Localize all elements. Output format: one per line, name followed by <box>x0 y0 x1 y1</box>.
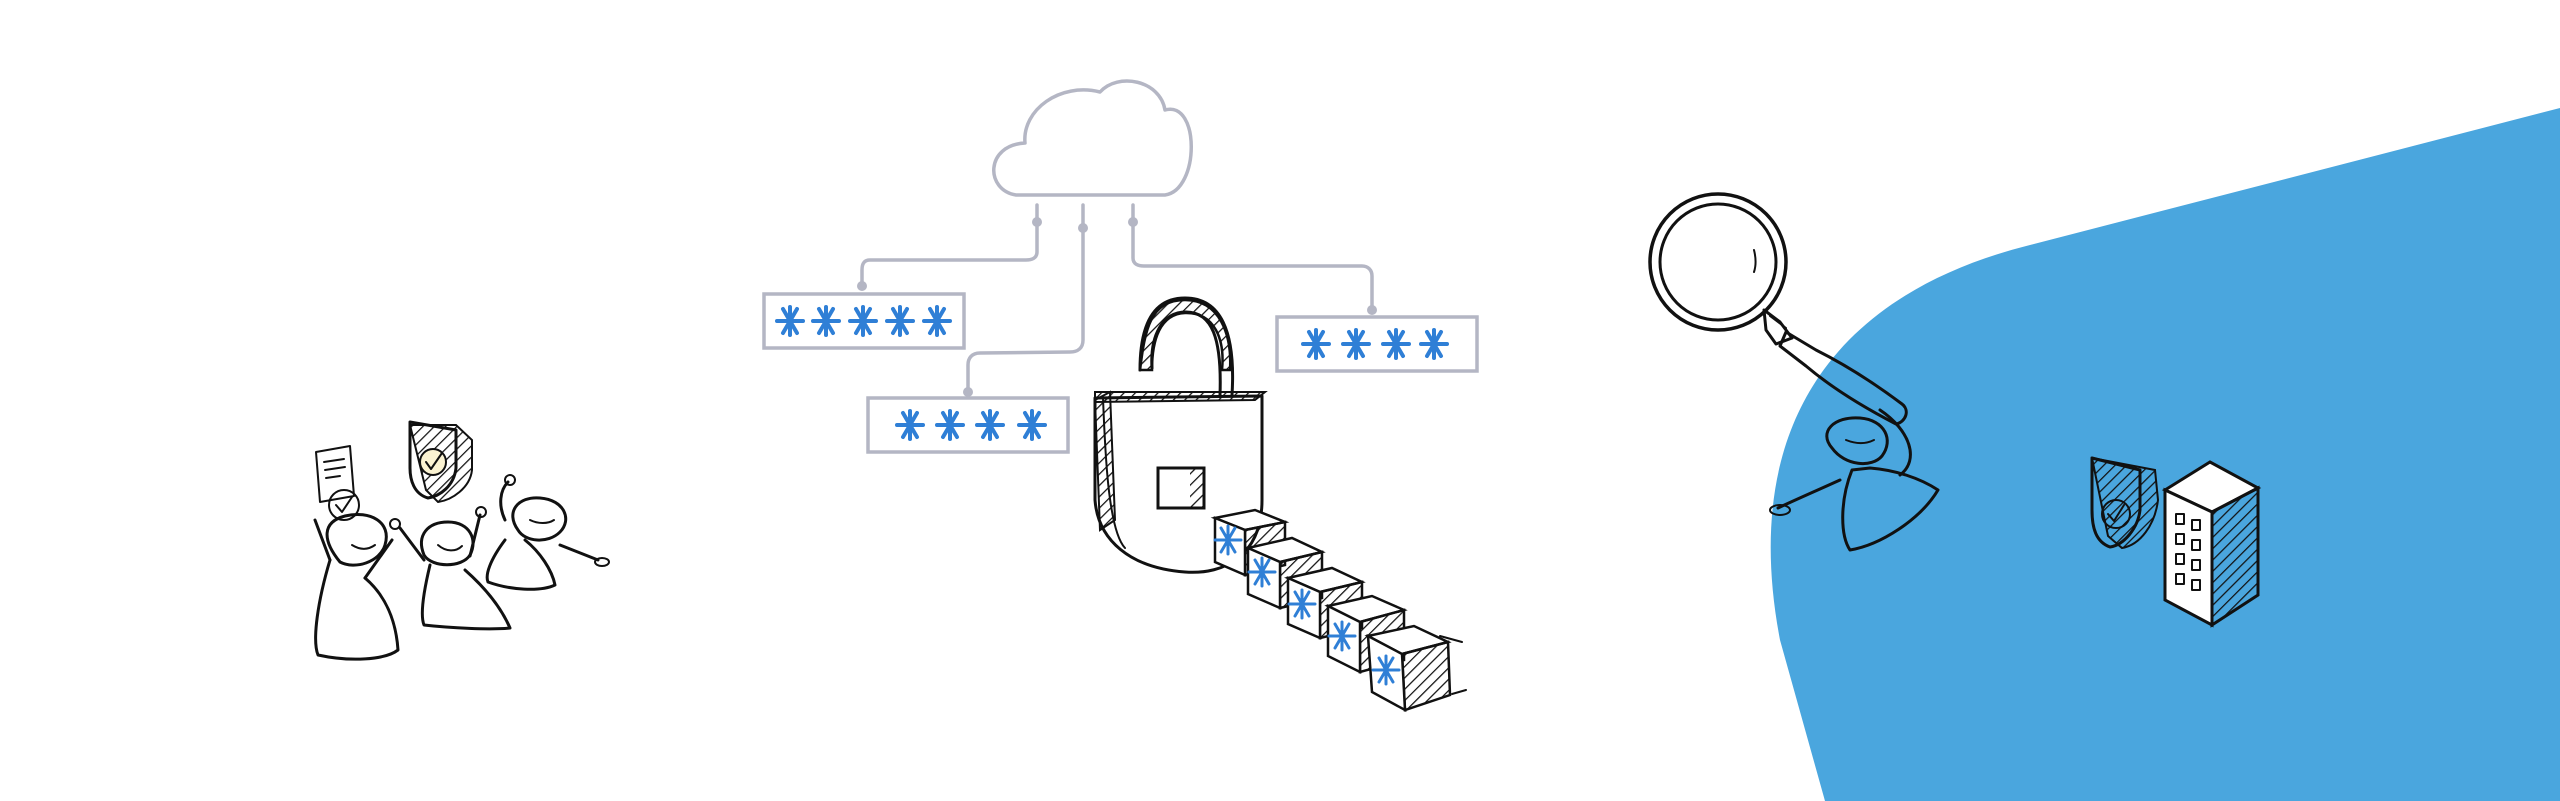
password-cubes <box>1210 508 1467 713</box>
cloud-connectors <box>857 203 1377 397</box>
person-figure <box>1769 408 1940 552</box>
password-field <box>1275 315 1479 373</box>
blue-backdrop-shape <box>1770 108 2560 801</box>
magnifier-icon <box>1648 192 1908 426</box>
shield-check-icon <box>2090 456 2160 550</box>
people-group <box>313 420 610 661</box>
password-field <box>762 292 966 350</box>
cube <box>1364 624 1467 713</box>
document-check-icon <box>315 445 360 521</box>
shield-check-icon <box>408 420 473 504</box>
cloud-icon <box>992 79 1193 197</box>
password-field <box>866 396 1070 454</box>
building-icon <box>2161 460 2262 628</box>
